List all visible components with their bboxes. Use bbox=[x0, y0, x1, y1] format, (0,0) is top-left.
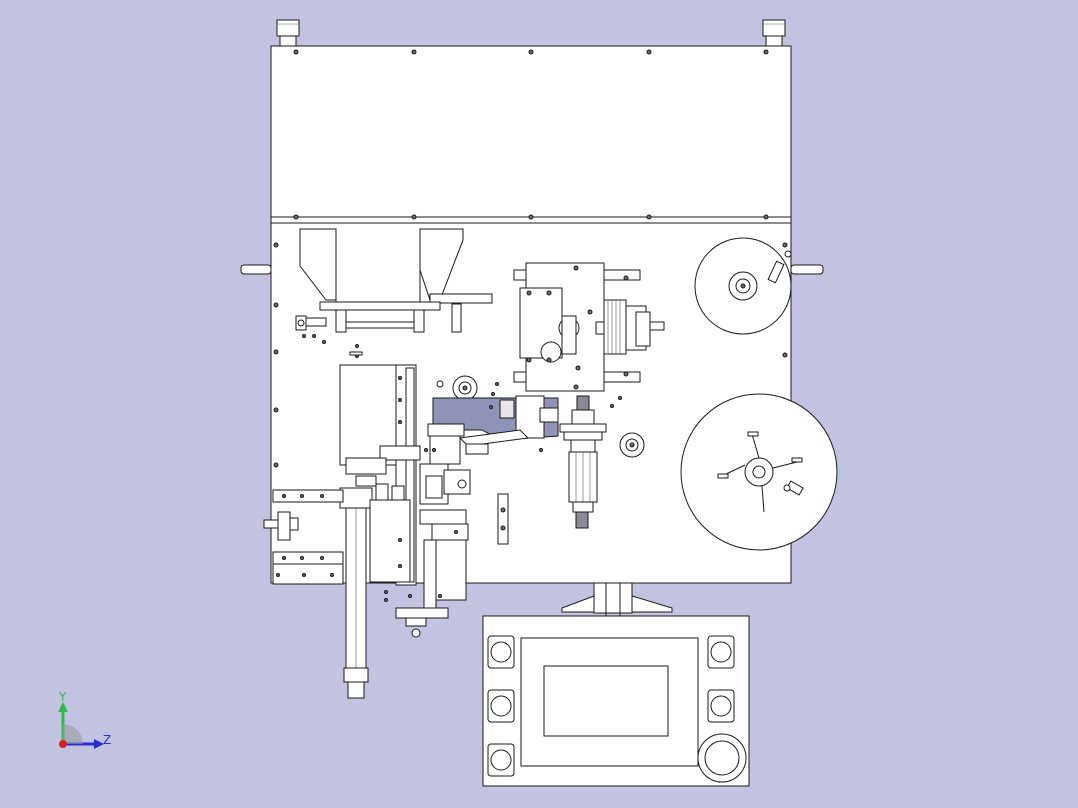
small-bracket bbox=[489, 382, 622, 545]
y-axis-label: Y bbox=[58, 690, 67, 704]
lower-reel bbox=[680, 393, 838, 551]
side-pin-left bbox=[240, 264, 272, 275]
roller-center-left bbox=[436, 375, 478, 401]
left-feed-guide bbox=[295, 228, 493, 358]
top-knob-right bbox=[762, 19, 786, 47]
center-upper-module bbox=[513, 262, 665, 392]
labeling-head bbox=[427, 395, 607, 465]
left-gripper-assembly bbox=[395, 448, 471, 638]
center-cylinder bbox=[568, 439, 598, 529]
upper-reel bbox=[694, 237, 792, 335]
coordinate-triad bbox=[58, 702, 104, 749]
panel-button-1 bbox=[487, 635, 515, 669]
panel-emergency-button bbox=[697, 733, 747, 783]
bottom-stand bbox=[561, 582, 673, 616]
upper-cover bbox=[270, 45, 792, 224]
panel-button-2 bbox=[487, 689, 515, 723]
side-pin-right bbox=[790, 264, 824, 275]
z-axis-label: Z bbox=[103, 733, 111, 747]
panel-button-3 bbox=[487, 743, 515, 777]
panel-button-4 bbox=[707, 635, 735, 669]
control-panel bbox=[482, 615, 750, 787]
roller-center-right bbox=[619, 432, 645, 458]
top-knob-left bbox=[276, 19, 300, 47]
left-bottom-bracket bbox=[263, 489, 344, 585]
left-vertical-slide bbox=[339, 364, 421, 699]
panel-button-5 bbox=[707, 689, 735, 723]
